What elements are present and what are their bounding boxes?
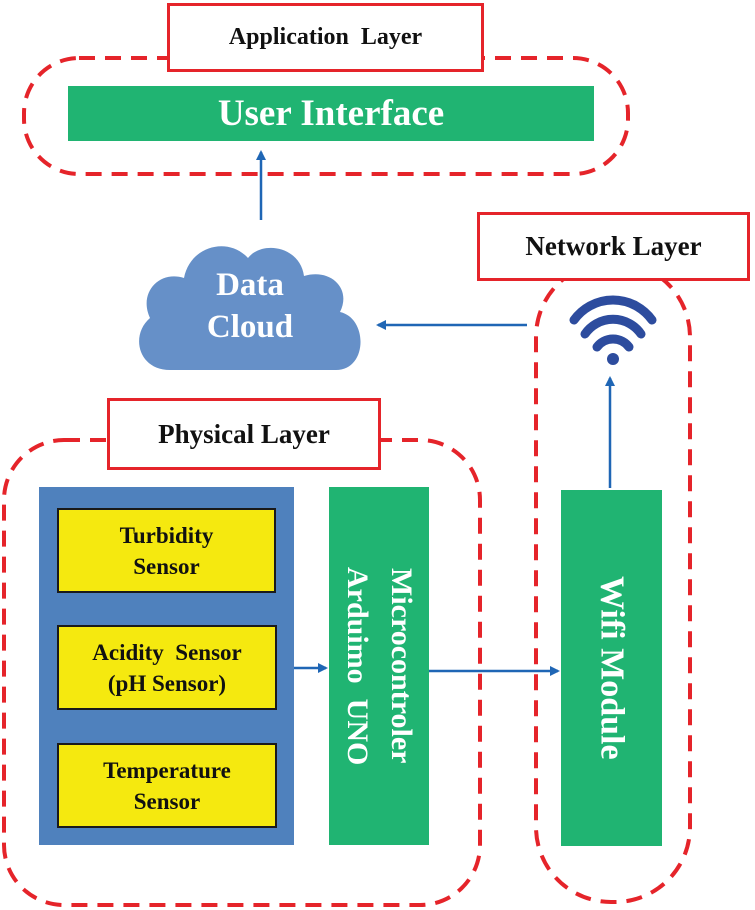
sensor-acidity-line1: Acidity Sensor: [92, 639, 242, 665]
sensor-temperature-line2: Sensor: [133, 788, 201, 814]
sensor-temperature: Temperature Sensor: [57, 743, 277, 828]
sensor-turbidity: Turbidity Sensor: [57, 508, 276, 593]
network-layer-title: Network Layer: [525, 231, 702, 261]
microcontroller-line2: Arduimo UNO: [341, 566, 374, 766]
user-interface-block: User Interface: [68, 86, 594, 141]
data-cloud-icon: [139, 246, 361, 370]
sensor-turbidity-line1: Turbidity: [119, 522, 214, 548]
microcontroller-label: Microcontroler Arduimo UNO: [335, 567, 423, 765]
application-layer-title: Application Layer: [228, 24, 423, 50]
wifi-module-block: Wifi Module: [561, 490, 662, 846]
sensor-turbidity-line2: Sensor: [133, 553, 200, 579]
wifi-icon: [569, 295, 657, 365]
data-cloud-label: Data Cloud: [190, 264, 310, 348]
application-layer-label: Application Layer: [167, 3, 484, 72]
data-cloud-line2: Cloud: [206, 309, 294, 345]
sensor-acidity: Acidity Sensor (pH Sensor): [57, 625, 277, 710]
microcontroller-line1: Microcontroler: [385, 568, 418, 764]
network-layer-label: Network Layer: [477, 212, 750, 281]
physical-layer-boundary: [2, 438, 482, 907]
wifi-module-label: Wifi Module: [593, 576, 631, 760]
user-interface-label: User Interface: [217, 93, 445, 134]
sensor-acidity-line2: (pH Sensor): [107, 670, 227, 696]
physical-layer-label: Physical Layer: [107, 398, 381, 470]
microcontroller-block: Microcontroler Arduimo UNO: [329, 487, 429, 845]
sensor-temperature-line1: Temperature: [103, 757, 231, 783]
physical-layer-title: Physical Layer: [158, 418, 330, 449]
data-cloud-line1: Data: [216, 267, 284, 303]
